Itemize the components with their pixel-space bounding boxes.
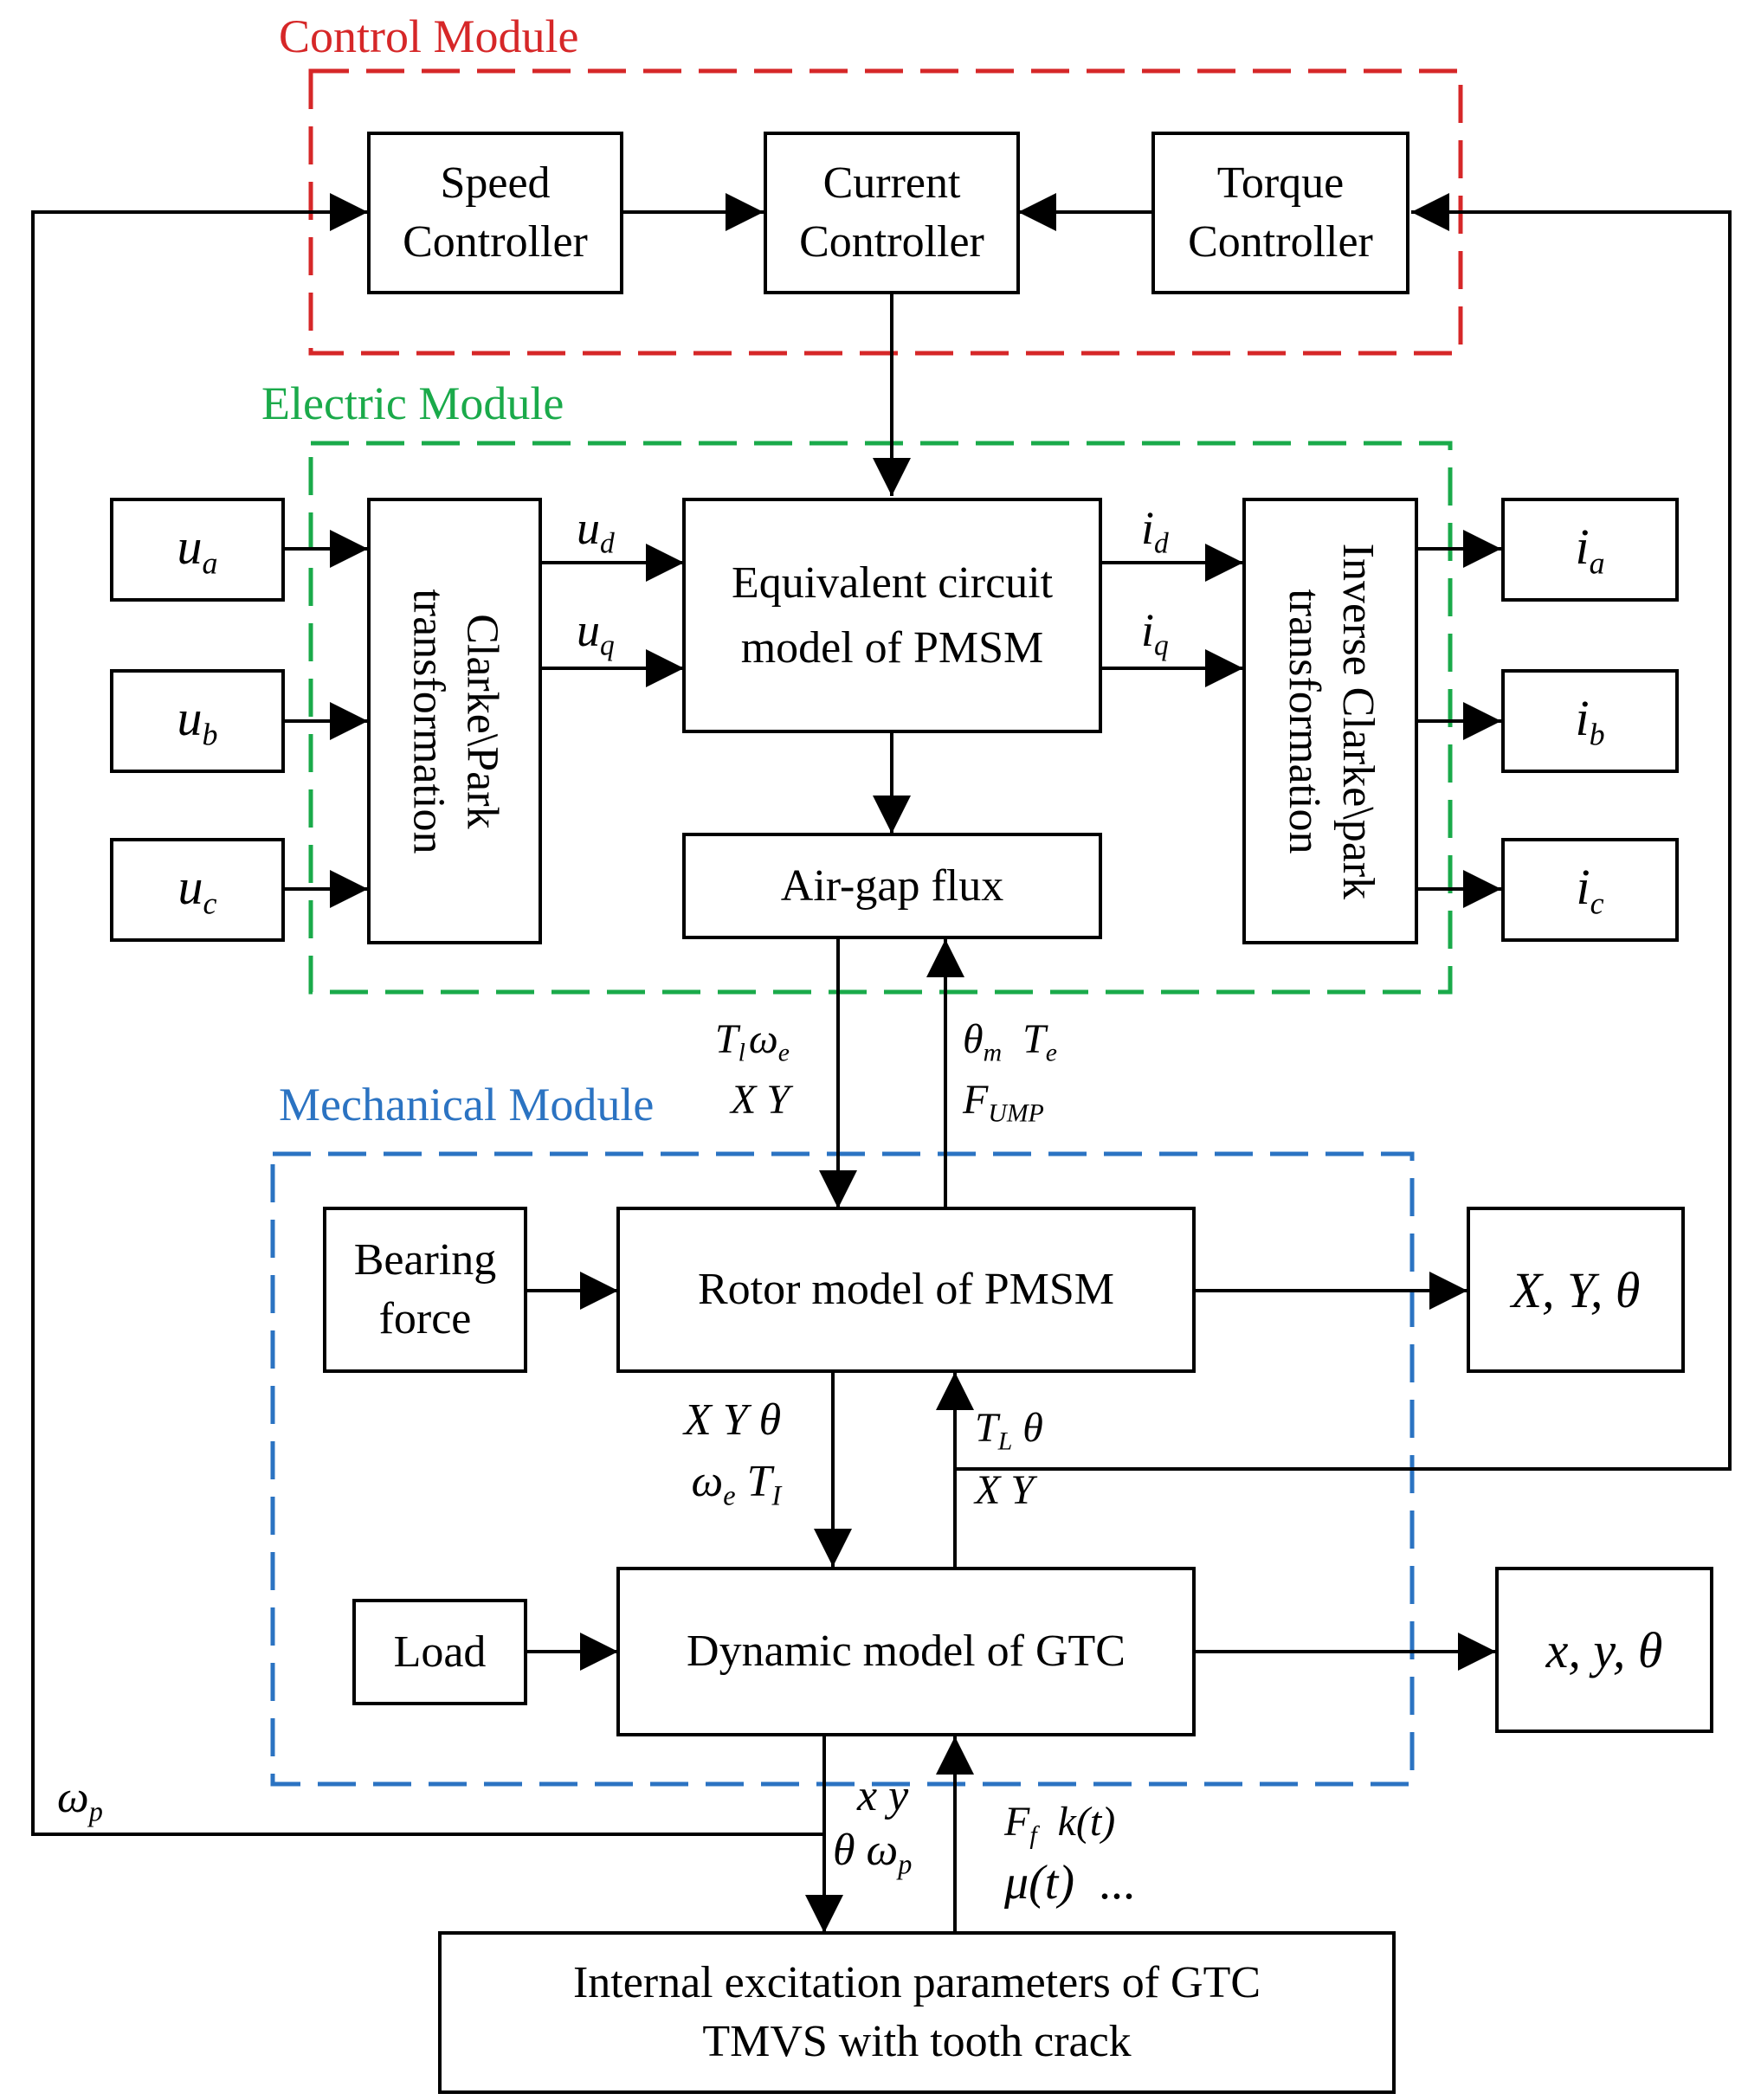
output-ia-block: ia xyxy=(1501,498,1679,602)
control-module-title: Control Module xyxy=(279,10,579,62)
torque-feedback-line xyxy=(955,193,1732,1471)
input-ub-block: ub xyxy=(110,669,285,773)
ua-base: u xyxy=(177,519,203,576)
internal-excitation-line2: TMVS with tooth crack xyxy=(702,2017,1132,2066)
inverse-clarke-park-block xyxy=(1242,498,1418,944)
signal-iq: iq xyxy=(1141,604,1169,662)
ub-sub: b xyxy=(202,717,218,752)
mechanical-module-title: Mechanical Module xyxy=(279,1079,655,1131)
omega-p-feedback-line xyxy=(31,193,824,1836)
bearing-force-line1: Bearing xyxy=(353,1235,497,1285)
rotor-output-block: X, Y, θ xyxy=(1467,1207,1685,1373)
rotor-model-block: Rotor model of PMSM xyxy=(616,1207,1196,1373)
uc-base: u xyxy=(177,859,203,916)
rotor-output-label: X, Y, θ xyxy=(1511,1261,1641,1318)
speed-controller-line2: Controller xyxy=(403,217,588,267)
clarke-park-line1: Clarke\Park xyxy=(457,613,507,829)
uc-sub: c xyxy=(203,886,217,921)
signal-gtc-up: Ff k(t) μ(t) ... xyxy=(1004,1799,1135,1910)
current-controller-line2: Controller xyxy=(799,217,984,267)
dynamic-model-block: Dynamic model of GTC xyxy=(616,1567,1196,1736)
output-ic-block: ic xyxy=(1501,838,1679,942)
load-label: Load xyxy=(393,1627,487,1677)
dynamic-model-label: Dynamic model of GTC xyxy=(687,1627,1126,1677)
torque-controller-line1: Torque xyxy=(1216,158,1345,209)
inverse-clarke-park-line2: transformation xyxy=(1279,588,1329,854)
signal-flux-up: θm Te FUMP xyxy=(963,1016,1057,1128)
signal-omega-p: ωp xyxy=(57,1773,103,1827)
ua-sub: a xyxy=(202,545,218,581)
ib-base: i xyxy=(1575,690,1590,747)
output-ib-block: ib xyxy=(1501,669,1679,773)
rotor-model-label: Rotor model of PMSM xyxy=(697,1265,1115,1315)
signal-flux-down: Tl ωe X Y xyxy=(714,1016,790,1123)
gtc-output-block: x, y, θ xyxy=(1495,1567,1713,1733)
current-controller-line1: Current xyxy=(822,158,961,209)
input-uc-block: uc xyxy=(110,838,285,942)
electric-module-frame xyxy=(308,441,1453,995)
ic-base: i xyxy=(1576,859,1590,916)
speed-controller-line1: Speed xyxy=(440,158,551,209)
signal-rotor-down: X Y θ ωe TI xyxy=(684,1395,782,1511)
gtc-output-label: x, y, θ xyxy=(1545,1621,1663,1678)
ia-sub: a xyxy=(1589,545,1605,581)
equivalent-circuit-line2: model of PMSM xyxy=(740,623,1044,673)
ub-base: u xyxy=(177,690,203,747)
inverse-clarke-park-line1: Inverse Clarke\park xyxy=(1332,543,1383,899)
ib-sub: b xyxy=(1589,717,1605,752)
air-gap-flux-block: Air-gap flux xyxy=(682,833,1102,939)
internal-excitation-block: Internal excitation parameters of GTC TMV… xyxy=(438,1931,1396,2094)
ia-base: i xyxy=(1575,519,1590,576)
signal-gtc-down: x y θ ωp xyxy=(833,1771,913,1879)
signal-ud: ud xyxy=(577,502,615,560)
air-gap-flux-label: Air-gap flux xyxy=(780,860,1004,911)
ic-sub: c xyxy=(1590,886,1604,921)
equivalent-circuit-line1: Equivalent circuit xyxy=(731,557,1054,608)
load-block: Load xyxy=(352,1599,527,1705)
bearing-force-block: Bearing force xyxy=(323,1207,527,1373)
electric-module-title: Electric Module xyxy=(261,377,564,429)
clarke-park-line2: transformation xyxy=(403,588,454,854)
signal-id: id xyxy=(1141,502,1169,560)
equivalent-circuit-block: Equivalent circuit model of PMSM xyxy=(682,498,1102,733)
torque-controller-line2: Controller xyxy=(1188,217,1373,267)
signal-uq: uq xyxy=(577,604,615,662)
signal-rotor-up: TL θ X Y xyxy=(975,1405,1043,1513)
input-ua-block: ua xyxy=(110,498,285,602)
internal-excitation-line1: Internal excitation parameters of GTC xyxy=(572,1958,1261,2008)
clarke-park-block xyxy=(367,498,542,944)
bearing-force-line2: force xyxy=(378,1294,472,1343)
